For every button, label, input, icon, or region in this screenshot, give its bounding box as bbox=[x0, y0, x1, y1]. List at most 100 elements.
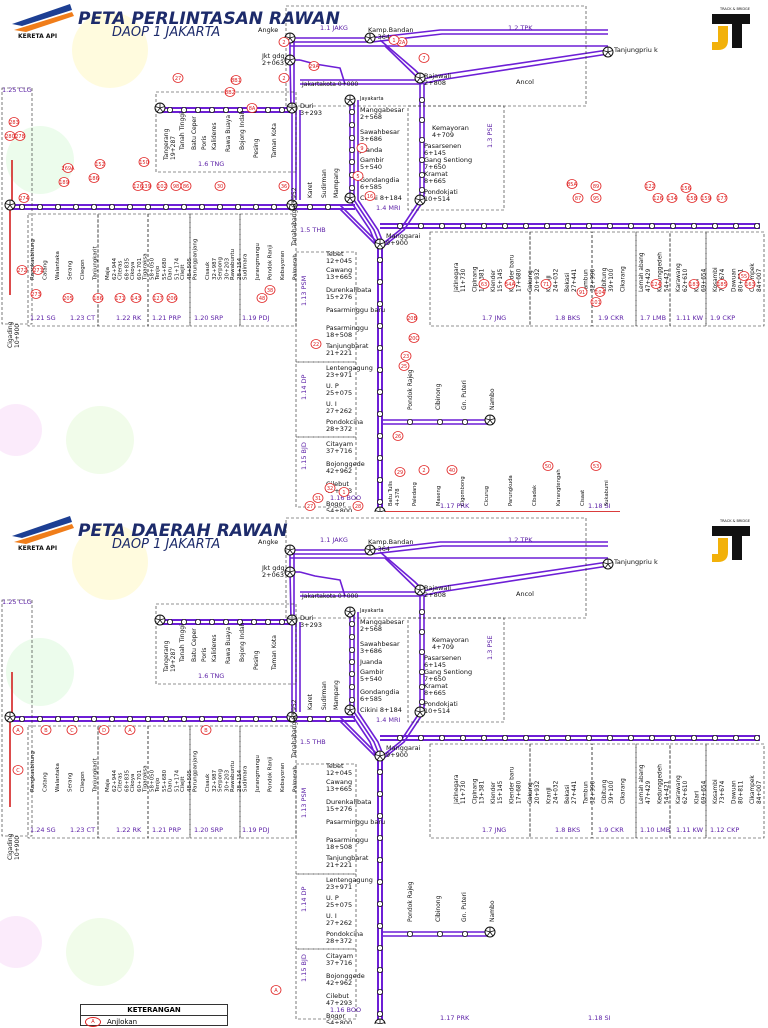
hazard-marker[interactable] bbox=[66, 725, 78, 735]
hazard-marker[interactable] bbox=[166, 293, 178, 303]
station-marker[interactable] bbox=[284, 544, 296, 556]
hazard-marker[interactable] bbox=[98, 725, 110, 735]
hazard-marker[interactable] bbox=[278, 37, 290, 47]
station-marker[interactable] bbox=[484, 414, 496, 426]
hazard-marker[interactable] bbox=[312, 493, 324, 503]
hazard-marker[interactable] bbox=[590, 181, 602, 191]
hazard-marker[interactable] bbox=[62, 163, 74, 173]
station-marker[interactable] bbox=[4, 199, 16, 211]
hazard-marker[interactable] bbox=[12, 725, 24, 735]
hazard-marker[interactable] bbox=[688, 279, 700, 289]
station-marker[interactable] bbox=[374, 506, 386, 512]
hazard-marker[interactable] bbox=[14, 131, 26, 141]
hazard-marker[interactable] bbox=[308, 61, 320, 71]
hazard-marker[interactable] bbox=[270, 985, 282, 995]
hazard-marker[interactable] bbox=[590, 193, 602, 203]
hazard-marker[interactable] bbox=[744, 279, 756, 289]
station-marker[interactable] bbox=[154, 614, 166, 626]
hazard-marker[interactable] bbox=[392, 431, 404, 441]
station-marker[interactable] bbox=[284, 54, 296, 66]
hazard-marker[interactable] bbox=[256, 293, 268, 303]
hazard-marker[interactable] bbox=[418, 465, 430, 475]
hazard-marker[interactable] bbox=[408, 333, 420, 343]
station-marker[interactable] bbox=[414, 706, 426, 718]
hazard-marker[interactable] bbox=[406, 313, 418, 323]
station-marker[interactable] bbox=[374, 750, 386, 762]
hazard-marker[interactable] bbox=[230, 75, 242, 85]
hazard-marker[interactable] bbox=[156, 181, 168, 191]
station-marker[interactable] bbox=[286, 102, 298, 114]
hazard-marker[interactable] bbox=[356, 143, 368, 153]
hazard-marker[interactable] bbox=[32, 265, 44, 275]
hazard-marker[interactable] bbox=[264, 285, 276, 295]
hazard-marker[interactable] bbox=[224, 87, 236, 97]
hazard-marker[interactable] bbox=[58, 177, 70, 187]
station-marker[interactable] bbox=[4, 711, 16, 723]
hazard-marker[interactable] bbox=[18, 193, 30, 203]
hazard-marker[interactable] bbox=[16, 265, 28, 275]
hazard-marker[interactable] bbox=[200, 725, 212, 735]
hazard-marker[interactable] bbox=[180, 181, 192, 191]
hazard-marker[interactable] bbox=[540, 279, 552, 289]
station-marker[interactable] bbox=[374, 238, 386, 250]
hazard-marker[interactable] bbox=[716, 279, 728, 289]
hazard-marker[interactable] bbox=[388, 35, 400, 45]
station-marker[interactable] bbox=[602, 46, 614, 58]
hazard-marker[interactable] bbox=[352, 501, 364, 511]
hazard-marker[interactable] bbox=[738, 271, 750, 281]
hazard-marker[interactable] bbox=[94, 159, 106, 169]
hazard-marker[interactable] bbox=[576, 287, 588, 297]
hazard-marker[interactable] bbox=[478, 279, 490, 289]
hazard-marker[interactable] bbox=[394, 467, 406, 477]
hazard-marker[interactable] bbox=[138, 157, 150, 167]
hazard-marker[interactable] bbox=[504, 279, 516, 289]
station-marker[interactable] bbox=[286, 614, 298, 626]
hazard-marker[interactable] bbox=[446, 465, 458, 475]
hazard-marker[interactable] bbox=[590, 297, 602, 307]
hazard-marker[interactable] bbox=[594, 287, 606, 297]
hazard-marker[interactable] bbox=[40, 725, 52, 735]
station-marker[interactable] bbox=[414, 72, 426, 84]
station-marker[interactable] bbox=[344, 704, 356, 716]
hazard-marker[interactable] bbox=[132, 181, 144, 191]
station-marker[interactable] bbox=[374, 1018, 386, 1024]
station-marker[interactable] bbox=[414, 584, 426, 596]
hazard-marker[interactable] bbox=[542, 461, 554, 471]
hazard-marker[interactable] bbox=[666, 193, 678, 203]
hazard-marker[interactable] bbox=[152, 293, 164, 303]
hazard-marker[interactable] bbox=[364, 191, 376, 201]
station-marker[interactable] bbox=[484, 926, 496, 938]
station-marker[interactable] bbox=[284, 566, 296, 578]
hazard-marker[interactable] bbox=[700, 193, 712, 203]
hazard-marker[interactable] bbox=[338, 487, 350, 497]
hazard-marker[interactable] bbox=[304, 501, 316, 511]
station-marker[interactable] bbox=[344, 94, 356, 106]
hazard-marker[interactable] bbox=[352, 171, 364, 181]
hazard-marker[interactable] bbox=[30, 289, 42, 299]
hazard-marker[interactable] bbox=[590, 461, 602, 471]
station-marker[interactable] bbox=[344, 192, 356, 204]
hazard-marker[interactable] bbox=[680, 183, 692, 193]
station-marker[interactable] bbox=[364, 32, 376, 44]
hazard-marker[interactable] bbox=[130, 293, 142, 303]
hazard-marker[interactable] bbox=[92, 293, 104, 303]
hazard-marker[interactable] bbox=[88, 173, 100, 183]
hazard-marker[interactable] bbox=[114, 293, 126, 303]
hazard-marker[interactable] bbox=[324, 483, 336, 493]
hazard-marker[interactable] bbox=[686, 193, 698, 203]
hazard-marker[interactable] bbox=[650, 279, 662, 289]
hazard-marker[interactable] bbox=[12, 765, 24, 775]
hazard-marker[interactable] bbox=[652, 193, 664, 203]
hazard-marker[interactable] bbox=[62, 293, 74, 303]
hazard-marker[interactable] bbox=[716, 193, 728, 203]
hazard-marker[interactable] bbox=[398, 361, 410, 371]
hazard-marker[interactable] bbox=[214, 181, 226, 191]
hazard-marker[interactable] bbox=[246, 103, 258, 113]
hazard-marker[interactable] bbox=[8, 117, 20, 127]
hazard-marker[interactable] bbox=[172, 73, 184, 83]
station-marker[interactable] bbox=[602, 558, 614, 570]
hazard-marker[interactable] bbox=[124, 725, 136, 735]
hazard-marker[interactable] bbox=[566, 179, 578, 189]
hazard-marker[interactable] bbox=[278, 73, 290, 83]
station-marker[interactable] bbox=[364, 544, 376, 556]
